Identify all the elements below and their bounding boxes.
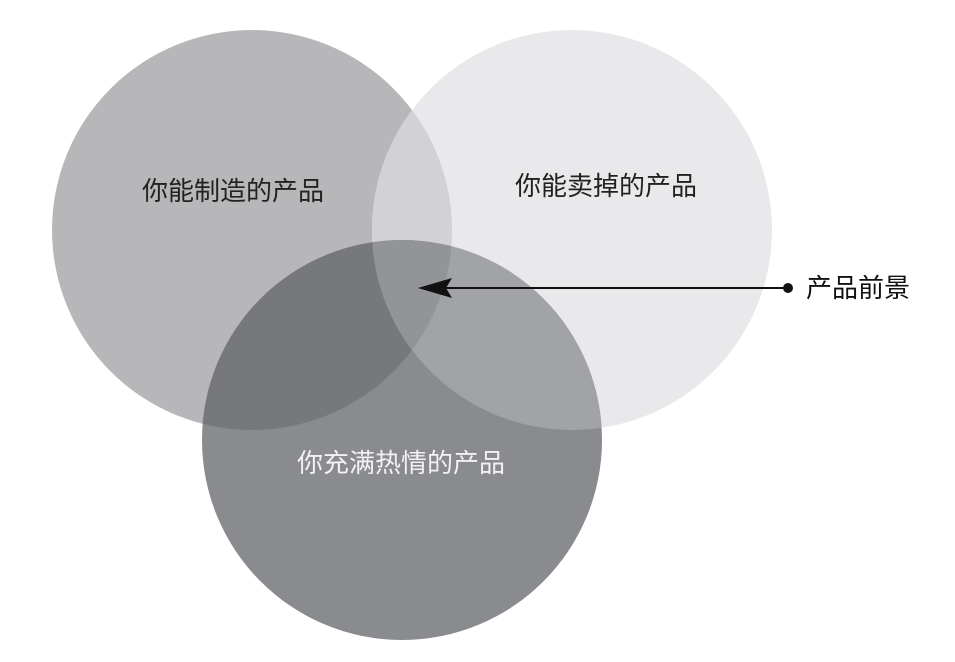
callout-label: 产品前景 bbox=[806, 274, 910, 304]
label-sell: 你能卖掉的产品 bbox=[515, 172, 697, 202]
label-make: 你能制造的产品 bbox=[142, 177, 324, 207]
overlap-sell-passion bbox=[372, 240, 602, 430]
callout-arrowhead bbox=[418, 278, 452, 298]
callout-dot bbox=[783, 283, 793, 293]
overlap-make-passion bbox=[202, 240, 452, 430]
label-passion: 你充满热情的产品 bbox=[297, 449, 505, 479]
